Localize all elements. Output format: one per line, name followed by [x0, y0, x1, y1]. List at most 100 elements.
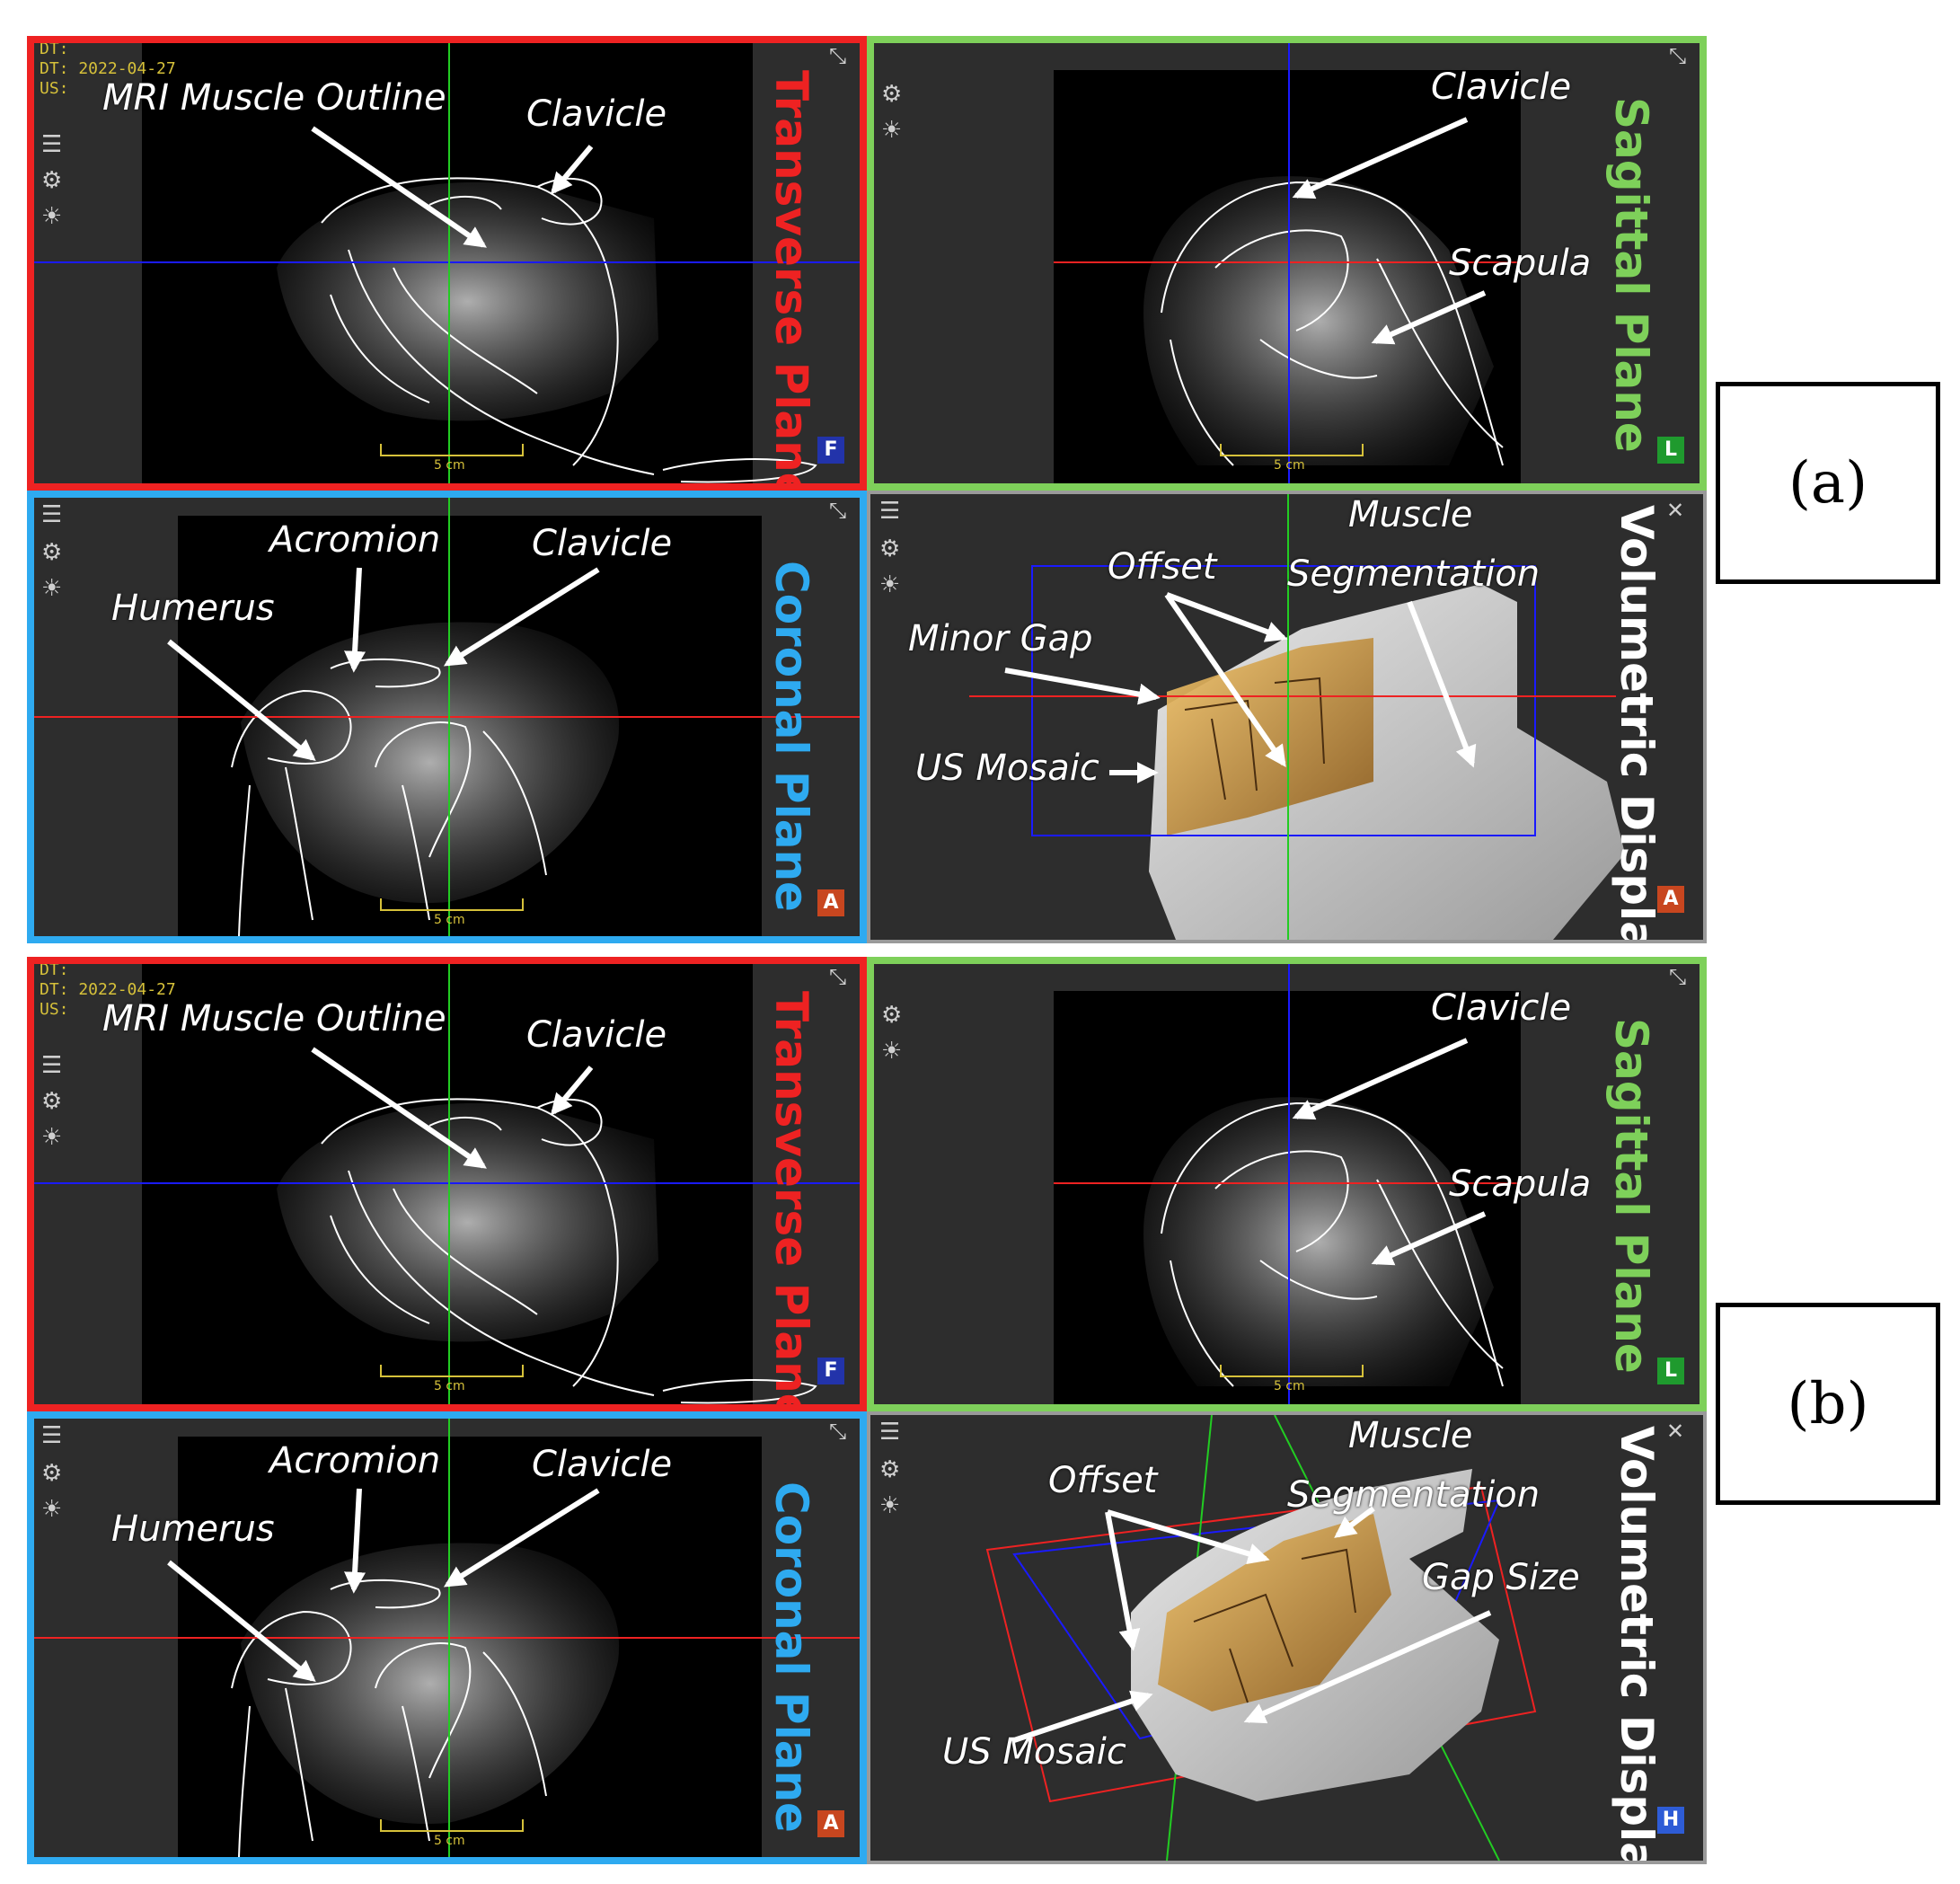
annotation-acromion: Acromion: [269, 1440, 441, 1482]
plane-label: Volumetric Display: [1611, 1426, 1663, 1864]
annotation-us-mosaic: US Mosaic: [915, 747, 1099, 789]
plane-label: Coronal Plane: [765, 1482, 817, 1833]
sagittal-plane-panel[interactable]: ⚙ ☀ ⤡ 5 cm Sagittal Plane L Clavicle Sca…: [867, 36, 1707, 491]
collapse-icon[interactable]: ⤡: [829, 43, 847, 68]
menu-icon[interactable]: ☰: [879, 1419, 901, 1446]
scale-label: 5 cm: [434, 913, 465, 927]
meta-line: US:: [40, 1000, 69, 1019]
gear-icon[interactable]: ⚙: [881, 81, 903, 108]
volumetric-display-panel[interactable]: ☰ ⚙ ☀ ✕ Volumetric Display A Muscle Segm…: [867, 491, 1707, 943]
figure-tag: (a): [1716, 382, 1940, 584]
transverse-image: [34, 43, 860, 483]
collapse-icon[interactable]: ⤡: [829, 964, 847, 989]
annotation-clavicle: Clavicle: [1431, 987, 1572, 1029]
meta-line: DT: 2022-04-27: [40, 59, 176, 78]
annotation-humerus: Humerus: [111, 588, 275, 629]
annotation-offset: Offset: [1108, 546, 1217, 588]
menu-icon[interactable]: ☰: [41, 1422, 63, 1449]
transverse-plane-panel[interactable]: DT: DT: 2022-04-27 US: ☰ ⚙ ☀ ⤡ 5 cm Tran…: [27, 957, 867, 1411]
annotation-acromion: Acromion: [269, 519, 441, 561]
annotation-segmentation: Segmentation: [1287, 553, 1541, 595]
orientation-badge: F: [817, 437, 844, 464]
scale-bar: [380, 1365, 524, 1377]
annotation-clavicle: Clavicle: [532, 1444, 673, 1485]
plane-label: Coronal Plane: [765, 561, 817, 912]
scale-label: 5 cm: [1274, 458, 1305, 473]
menu-icon[interactable]: ☰: [41, 1052, 63, 1079]
figure-a: DT: DT: 2022-04-27 US: ☰ ⚙ ☀ ⤡ 5 cm Tran…: [27, 36, 1940, 943]
annotation-offset: Offset: [1048, 1460, 1158, 1501]
menu-icon[interactable]: ☰: [41, 131, 63, 158]
annotation-clavicle: Clavicle: [532, 523, 673, 564]
brightness-icon[interactable]: ☀: [881, 1038, 903, 1065]
annotation-clavicle: Clavicle: [1431, 66, 1572, 108]
scale-bar: [1220, 1365, 1364, 1377]
gear-icon[interactable]: ⚙: [879, 535, 901, 562]
scale-bar: [380, 444, 524, 456]
gear-icon[interactable]: ⚙: [41, 1088, 63, 1115]
dicom-metadata: DT: DT: 2022-04-27 US:: [40, 960, 176, 1020]
expand-icon[interactable]: ✕: [1666, 498, 1685, 523]
gear-icon[interactable]: ⚙: [881, 1002, 903, 1029]
scale-bar: [1220, 444, 1364, 456]
dicom-metadata: DT: DT: 2022-04-27 US:: [40, 40, 176, 99]
gear-icon[interactable]: ⚙: [41, 1460, 63, 1487]
collapse-icon[interactable]: ⤡: [829, 498, 847, 523]
brightness-icon[interactable]: ☀: [41, 575, 63, 602]
collapse-icon[interactable]: ⤡: [829, 1419, 847, 1444]
scale-label: 5 cm: [434, 1379, 465, 1393]
orientation-badge: L: [1657, 1358, 1684, 1384]
annotation-gap-size: Gap Size: [1422, 1557, 1580, 1598]
orientation-badge: A: [817, 889, 844, 916]
scale-bar: [380, 898, 524, 911]
annotation-us-mosaic: US Mosaic: [942, 1731, 1126, 1773]
annotation-mri-muscle-outline: MRI Muscle Outline: [102, 77, 446, 119]
orientation-badge: A: [817, 1810, 844, 1837]
annotation-segmentation: Segmentation: [1287, 1474, 1541, 1516]
annotation-humerus: Humerus: [111, 1508, 275, 1550]
meta-line: US:: [40, 79, 69, 98]
coronal-plane-panel[interactable]: ☰ ⚙ ☀ ⤡ 5 cm Coronal Plane A Acromion Cl…: [27, 491, 867, 943]
transverse-image: [34, 964, 860, 1404]
sagittal-plane-panel[interactable]: ⚙ ☀ ⤡ 5 cm Sagittal Plane L Clavicle Sca…: [867, 957, 1707, 1411]
brightness-icon[interactable]: ☀: [41, 1496, 63, 1523]
expand-icon[interactable]: ✕: [1666, 1419, 1685, 1444]
orientation-badge: F: [817, 1358, 844, 1384]
annotation-mri-muscle-outline: MRI Muscle Outline: [102, 998, 446, 1039]
orientation-cube-icon: H: [1657, 1807, 1684, 1834]
gear-icon[interactable]: ⚙: [879, 1456, 901, 1483]
meta-line: DT:: [40, 40, 69, 58]
collapse-icon[interactable]: ⤡: [1669, 964, 1687, 989]
brightness-icon[interactable]: ☀: [879, 571, 901, 598]
plane-label: Transverse Plane: [765, 991, 817, 1411]
menu-icon[interactable]: ☰: [41, 501, 63, 528]
brightness-icon[interactable]: ☀: [879, 1492, 901, 1519]
scale-label: 5 cm: [434, 458, 465, 473]
brightness-icon[interactable]: ☀: [881, 117, 903, 144]
brightness-icon[interactable]: ☀: [41, 1124, 63, 1151]
volumetric-display-panel[interactable]: ☰ ⚙ ☀ ✕ Volumetric Display H Muscle Segm…: [867, 1411, 1707, 1864]
gear-icon[interactable]: ⚙: [41, 167, 63, 194]
coronal-image: [34, 1419, 860, 1857]
annotation-muscle: Muscle: [1348, 494, 1473, 535]
scale-label: 5 cm: [434, 1834, 465, 1848]
coronal-image: [34, 498, 860, 936]
annotation-clavicle: Clavicle: [526, 93, 667, 135]
transverse-plane-panel[interactable]: DT: DT: 2022-04-27 US: ☰ ⚙ ☀ ⤡ 5 cm Tran…: [27, 36, 867, 491]
coronal-plane-panel[interactable]: ☰ ⚙ ☀ ⤡ 5 cm Coronal Plane A Acromion Cl…: [27, 1411, 867, 1864]
collapse-icon[interactable]: ⤡: [1669, 43, 1687, 68]
orientation-badge: A: [1657, 886, 1684, 913]
menu-icon[interactable]: ☰: [879, 498, 901, 525]
meta-line: DT: 2022-04-27: [40, 980, 176, 999]
plane-label: Sagittal Plane: [1605, 1018, 1657, 1374]
meta-line: DT:: [40, 960, 69, 979]
gear-icon[interactable]: ⚙: [41, 539, 63, 566]
scale-bar: [380, 1819, 524, 1832]
annotation-scapula: Scapula: [1449, 1163, 1592, 1205]
plane-label: Sagittal Plane: [1605, 97, 1657, 453]
annotation-clavicle: Clavicle: [526, 1014, 667, 1056]
plane-label: Transverse Plane: [765, 70, 817, 491]
brightness-icon[interactable]: ☀: [41, 203, 63, 230]
annotation-minor-gap: Minor Gap: [908, 618, 1093, 659]
plane-label: Volumetric Display: [1611, 505, 1663, 943]
